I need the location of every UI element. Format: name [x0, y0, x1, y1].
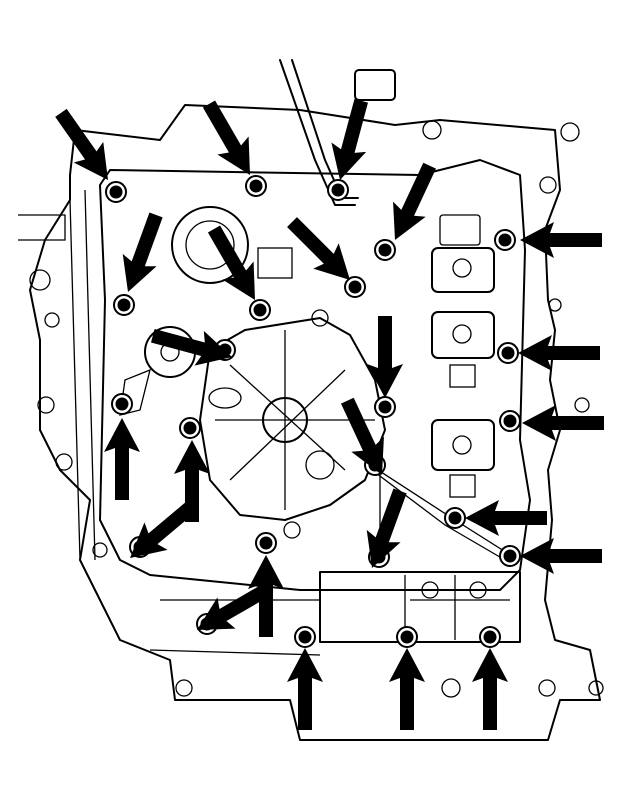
- pointer-arrow: [389, 648, 425, 730]
- pointer-arrow: [207, 225, 255, 300]
- valve-body-line-art: [18, 59, 604, 741]
- bolt: [245, 175, 267, 197]
- pointer-arrow: [465, 500, 547, 536]
- arrow-layer: [55, 98, 604, 730]
- bolt: [105, 181, 127, 203]
- bolt: [344, 276, 366, 298]
- bolt: [294, 626, 316, 648]
- bolt: [255, 532, 277, 554]
- bolt: [396, 626, 418, 648]
- pointer-arrow: [520, 538, 602, 574]
- pointer-arrow: [287, 648, 323, 730]
- pointer-arrow: [366, 488, 407, 568]
- pointer-arrow: [472, 648, 508, 730]
- bolt: [479, 626, 501, 648]
- pointer-arrow: [341, 397, 384, 475]
- bolt: [374, 396, 396, 418]
- pointer-arrow: [518, 335, 600, 371]
- pointer-arrow: [104, 418, 140, 500]
- bolt: [179, 417, 201, 439]
- bolt: [499, 410, 521, 432]
- pointer-arrow: [130, 499, 198, 558]
- pointer-arrow: [393, 162, 436, 240]
- pointer-arrow: [55, 108, 108, 180]
- pointer-arrow: [331, 98, 368, 180]
- bolt: [327, 179, 349, 201]
- bolt: [374, 239, 396, 261]
- pointer-arrow: [197, 582, 272, 630]
- pointer-arrow: [202, 100, 250, 175]
- bolt: [249, 299, 271, 321]
- bolt: [444, 507, 466, 529]
- pointer-arrow: [122, 212, 163, 292]
- bolt: [499, 545, 521, 567]
- pointer-arrow: [522, 405, 604, 441]
- pointer-arrow: [520, 222, 602, 258]
- pointer-arrow: [174, 440, 210, 522]
- bolt: [497, 342, 519, 364]
- pointer-arrow: [287, 217, 350, 280]
- pointer-arrow: [367, 316, 403, 398]
- pointer-arrow: [150, 329, 232, 366]
- bolt-layer: [105, 175, 521, 648]
- bolt: [113, 294, 135, 316]
- bolt: [494, 229, 516, 251]
- bolt: [111, 393, 133, 415]
